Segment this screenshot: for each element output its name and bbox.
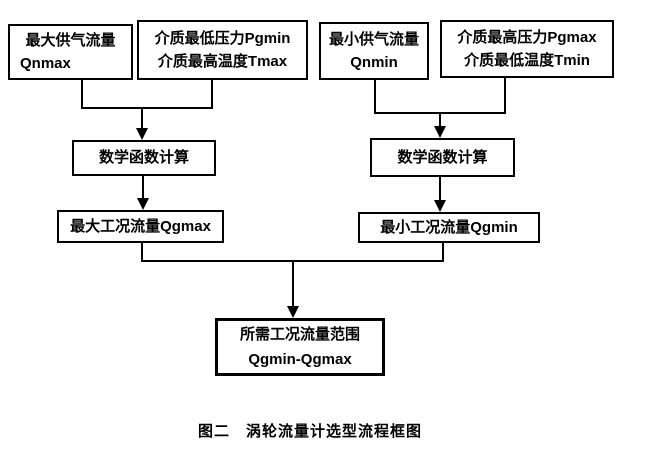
node-label: 最小工况流量Qgmin — [380, 218, 518, 236]
node-label: 最小供气流量 — [328, 30, 419, 48]
node-label: 介质最高压力Pgmax — [457, 28, 597, 46]
connector-right-merge — [374, 78, 506, 138]
node-math-calc-left: 数学函数计算 — [72, 140, 216, 176]
node-label: Qgmin-Qgmax — [248, 351, 352, 368]
node-medium-min-pressure-max-temp: 介质最低压力Pgmin 介质最高温度Tmax — [137, 20, 308, 80]
node-label: 介质最低压力Pgmin — [154, 29, 291, 47]
node-label: Qnmax — [20, 55, 71, 72]
node-label: 数学函数计算 — [98, 149, 189, 167]
node-qgmin: 最小工况流量Qgmin — [358, 212, 540, 243]
node-label: Qnmin — [350, 54, 398, 71]
node-label: 介质最高温度Tmax — [157, 53, 288, 70]
connector-bottom-merge — [141, 243, 444, 318]
node-qgmax: 最大工况流量Qgmax — [57, 210, 224, 243]
connector-left-merge — [81, 80, 213, 140]
node-required-flow-range: 所需工况流量范围 Qgmin-Qgmax — [215, 318, 385, 376]
node-label: 最大供气流量 — [25, 31, 116, 49]
node-label: 数学函数计算 — [397, 148, 488, 166]
node-label: 最大工况流量Qgmax — [70, 217, 211, 235]
connector-mathleft-qgmax — [137, 176, 149, 210]
node-min-supply-flow: 最小供气流量 Qnmin — [319, 22, 429, 80]
node-max-supply-flow: 最大供气流量 Qnmax — [8, 24, 133, 80]
figure-caption: 图二 涡轮流量计选型流程框图 — [197, 423, 422, 440]
connector-mathright-qgmin — [434, 177, 446, 212]
node-medium-max-pressure-min-temp: 介质最高压力Pgmax 介质最低温度Tmin — [440, 20, 614, 78]
node-math-calc-right: 数学函数计算 — [370, 138, 515, 177]
node-label: 介质最低温度Tmin — [464, 52, 590, 69]
node-label: 所需工况流量范围 — [239, 325, 360, 343]
